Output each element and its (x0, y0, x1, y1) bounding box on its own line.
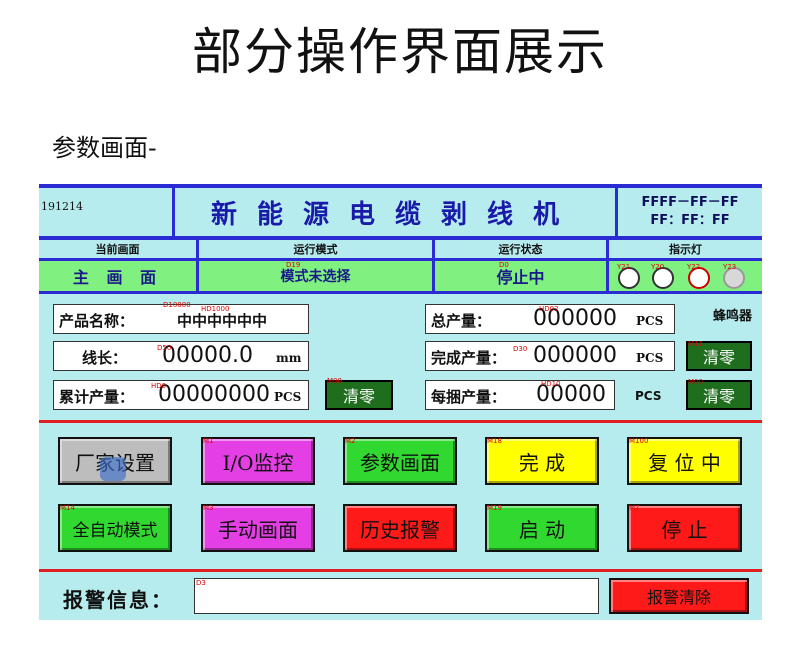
tag-label: D30 (513, 345, 528, 353)
lamp-tag: Y23 (723, 263, 737, 271)
product-name-field: 产品名称： 中中中中中中 (53, 304, 309, 334)
total-output-label: 总产量： (431, 312, 492, 330)
clock-time: FF：FF：FF (650, 213, 730, 228)
full-auto-mode-button[interactable]: 全自动模式 (58, 504, 172, 552)
tag-label: D0 (499, 261, 509, 269)
tag-label: D19 (286, 261, 301, 269)
divider (39, 258, 762, 261)
completed-output-field: 完成产量： 000000 PCS (425, 341, 675, 371)
header-current-screen: 当前画面 (95, 243, 140, 256)
total-output-field: 总产量： 000000 PCS (425, 304, 675, 334)
per-bundle-output-unit: PCS (635, 389, 662, 403)
tag-label: M11 (688, 340, 703, 348)
cumulative-output-label: 累计产量： (59, 388, 135, 406)
divider (39, 569, 762, 572)
tag-label: M2 (345, 437, 356, 445)
top-border (39, 184, 762, 188)
wire-length-field: 线长： 00000.0 mm (53, 341, 309, 371)
tag-label: HD1000 (201, 305, 230, 313)
resetting-button[interactable]: 复 位 中 (627, 437, 742, 485)
wire-length-unit: mm (276, 351, 302, 365)
run-mode-value: 模式未选择 (280, 269, 351, 285)
tag-label: M18 (487, 437, 502, 445)
machine-title: 新能源电缆剥线机 (210, 199, 579, 230)
wire-length-label: 线长： (82, 349, 128, 367)
parameter-screen-button[interactable]: 参数画面 (343, 437, 457, 485)
wire-length-value: 00000.0 (162, 343, 253, 368)
per-bundle-output-value: 00000 (536, 382, 606, 407)
tag-label: HD0 (151, 382, 167, 390)
lock-icon (100, 457, 126, 481)
tag-label: M00 (688, 378, 703, 386)
complete-button[interactable]: 完 成 (485, 437, 599, 485)
current-screen-value: 主 画 面 (72, 268, 163, 287)
stop-button[interactable]: 停 止 (627, 504, 742, 552)
lamp-tag: Y22 (687, 263, 701, 271)
tag-label: M100 (629, 437, 649, 445)
header-run-status: 运行状态 (498, 243, 543, 256)
device-code: 191214 (41, 200, 83, 213)
divider (39, 420, 762, 423)
clock-date: FFFF－FF－FF (641, 195, 739, 210)
factory-settings-button[interactable]: 厂家设置 (58, 437, 172, 485)
hmi-panel: 191214 新能源电缆剥线机 FFFF－FF－FF FF：FF：FF 当前画面… (39, 184, 762, 620)
alarm-info-field (194, 578, 599, 614)
header-run-mode: 运行模式 (293, 243, 338, 256)
status-strip (39, 261, 762, 291)
alarm-info-label: 报警信息： (63, 588, 173, 612)
clear-completed-button[interactable]: 清零 (686, 341, 752, 371)
tag-label: HD10 (541, 380, 561, 388)
tag-label: M19 (487, 504, 502, 512)
completed-output-label: 完成产量： (431, 349, 507, 367)
per-bundle-output-field: 每捆产量： 00000 (425, 380, 615, 410)
tag-label: HD02 (539, 305, 559, 313)
product-name-label: 产品名称： (59, 312, 135, 330)
cumulative-output-field: 累计产量： 00000000 PCS (53, 380, 309, 410)
divider (615, 188, 618, 236)
indicator-lamp-y20 (652, 267, 674, 289)
io-monitor-button[interactable]: I/O监控 (201, 437, 315, 485)
divider (39, 291, 762, 294)
divider (432, 261, 435, 291)
clear-cumulative-button[interactable]: 清零 (325, 380, 393, 410)
total-output-value: 000000 (533, 306, 617, 331)
run-status-value: 停止中 (496, 268, 545, 287)
alarm-history-button[interactable]: 历史报警 (343, 504, 457, 552)
tag-label: M1 (203, 437, 214, 445)
product-name-value: 中中中中中中 (177, 312, 268, 330)
cumulative-output-value: 00000000 (158, 382, 270, 407)
tag-label: M00 (327, 377, 342, 385)
divider (172, 188, 175, 236)
tag-label: D3 (196, 579, 206, 587)
divider (606, 261, 609, 291)
cumulative-output-unit: PCS (274, 390, 302, 404)
tag-label: M14 (60, 504, 75, 512)
section-label: 参数画面- (52, 134, 157, 162)
tag-label: M7 (629, 504, 640, 512)
manual-screen-button[interactable]: 手动画面 (201, 504, 315, 552)
tag-label: D50 (157, 344, 172, 352)
divider (196, 261, 199, 291)
buzzer-label: 蜂鸣器 (713, 309, 753, 324)
completed-output-value: 000000 (533, 343, 617, 368)
indicator-lamp-y21 (618, 267, 640, 289)
lamp-tag: Y20 (651, 263, 665, 271)
tag-label: D10000 (163, 301, 191, 309)
per-bundle-output-label: 每捆产量： (431, 388, 507, 406)
tag-label: M3 (203, 504, 214, 512)
header-indicators: 指示灯 (669, 243, 702, 256)
divider (39, 236, 762, 240)
clear-per-bundle-button[interactable]: 清零 (686, 380, 752, 410)
total-output-unit: PCS (636, 314, 664, 328)
page-title: 部分操作界面展示 (192, 23, 608, 81)
completed-output-unit: PCS (636, 351, 664, 365)
lamp-tag: Y21 (617, 263, 631, 271)
indicator-lamp-y23 (723, 267, 745, 289)
clear-alarm-button[interactable]: 报警清除 (609, 578, 749, 614)
indicator-lamp-y22 (688, 267, 710, 289)
start-button[interactable]: 启 动 (485, 504, 599, 552)
